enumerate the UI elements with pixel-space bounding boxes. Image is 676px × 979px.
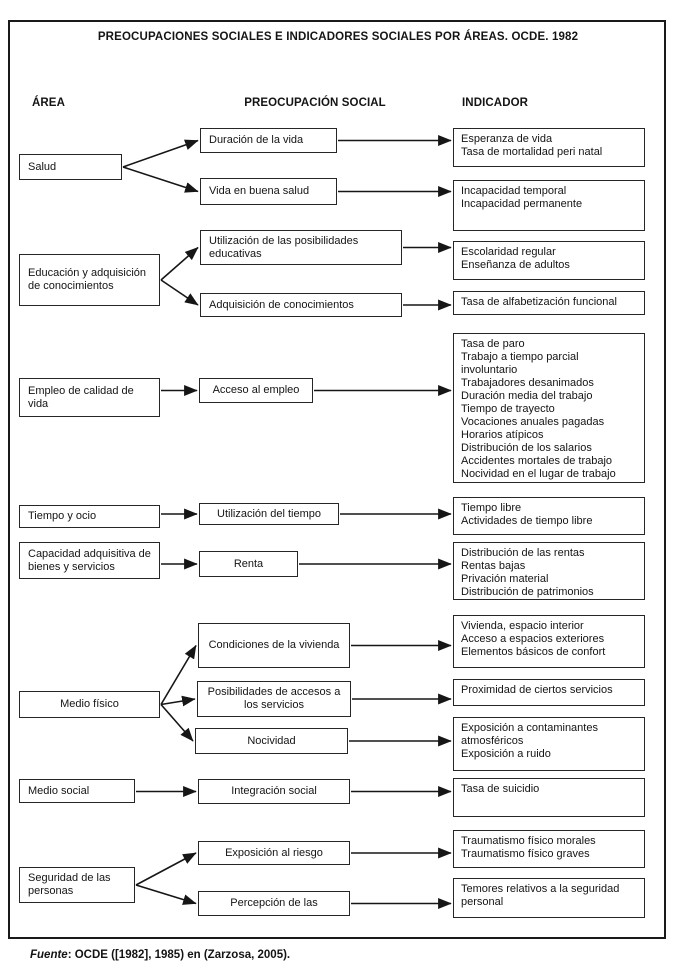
- indicator-item: Distribución de patrimonios: [461, 586, 594, 598]
- area-box: Salud: [19, 154, 122, 180]
- indicator-item: Tasa de paro: [461, 338, 525, 350]
- indicator-item: Esperanza de vida: [461, 133, 553, 145]
- indicator-box: Tasa de suicidio: [453, 778, 645, 817]
- concern-box: Posibilidades de accesos a los servicios: [197, 681, 351, 717]
- area-box: Empleo de calidad de vida: [19, 378, 160, 417]
- indicator-item: Tiempo libre: [461, 502, 522, 514]
- concern-box: Adquisición de conocimientos: [200, 293, 402, 317]
- area-box: Medio físico: [19, 691, 160, 718]
- indicator-item: Temores relativos a la seguridad persona…: [461, 883, 620, 908]
- area-box: Medio social: [19, 779, 135, 803]
- indicator-item: Actividades de tiempo libre: [461, 515, 593, 527]
- concern-box: Utilización de las posibilidades educati…: [200, 230, 402, 265]
- diagram-border: [8, 20, 666, 939]
- area-box: Educación y adquisición de conocimientos: [19, 254, 160, 306]
- indicator-item: Exposición a contaminantes atmosféricos: [461, 722, 598, 747]
- indicator-item: Tasa de suicidio: [461, 783, 540, 795]
- concern-box: Vida en buena salud: [200, 178, 337, 205]
- concern-box: Acceso al empleo: [199, 378, 313, 403]
- indicator-item: Trabajadores desanimados: [461, 377, 594, 389]
- indicator-item: Duración media del trabajo: [461, 390, 593, 402]
- indicator-box: Proximidad de ciertos servicios: [453, 679, 645, 706]
- area-box: Capacidad adquisitiva de bienes y servic…: [19, 542, 160, 579]
- indicator-box: Temores relativos a la seguridad persona…: [453, 878, 645, 918]
- concern-box: Renta: [199, 551, 298, 577]
- concern-box: Duración de la vida: [200, 128, 337, 153]
- indicator-item: Incapacidad temporal: [461, 185, 567, 197]
- concern-box: Condiciones de la vivienda: [198, 623, 350, 668]
- indicator-item: Trabajo a tiempo parcial involuntario: [461, 351, 579, 376]
- indicator-item: Traumatismo físico morales: [461, 835, 596, 847]
- indicator-item: Nocividad en el lugar de trabajo: [461, 468, 616, 480]
- indicator-item: Accidentes mortales de trabajo: [461, 455, 613, 467]
- concern-box: Nocividad: [195, 728, 348, 754]
- indicator-item: Incapacidad permanente: [461, 198, 583, 210]
- indicator-item: Elementos básicos de confort: [461, 646, 606, 658]
- column-header-area: ÁREA: [32, 97, 65, 109]
- source-note: Fuente: OCDE ([1982], 1985) en (Zarzosa,…: [30, 949, 290, 961]
- concern-box: Integración social: [198, 779, 350, 804]
- indicator-item: Proximidad de ciertos servicios: [461, 684, 613, 696]
- indicator-box: Tasa de alfabetización funcional: [453, 291, 645, 315]
- indicator-item: Tasa de alfabetización funcional: [461, 296, 617, 308]
- concern-box: Percepción de las: [198, 891, 350, 916]
- indicator-item: Vivienda, espacio interior: [461, 620, 584, 632]
- source-note-text: : OCDE ([1982], 1985) en (Zarzosa, 2005)…: [67, 949, 291, 961]
- indicator-item: Enseñanza de adultos: [461, 259, 570, 271]
- column-header-indicator: INDICADOR: [462, 97, 529, 109]
- concern-box: Exposición al riesgo: [198, 841, 350, 865]
- indicator-item: Distribución de las rentas: [461, 547, 585, 559]
- indicator-item: Tiempo de trayecto: [461, 403, 555, 415]
- indicator-item: Escolaridad regular: [461, 246, 556, 258]
- indicator-item: Distribución de los salarios: [461, 442, 592, 454]
- indicator-item: Rentas bajas: [461, 560, 526, 572]
- concern-box: Utilización del tiempo: [199, 503, 339, 525]
- area-box: Seguridad de las personas: [19, 867, 135, 903]
- indicator-item: Exposición a ruido: [461, 748, 551, 760]
- indicator-item: Horarios atípicos: [461, 429, 544, 441]
- indicator-item: Vocaciones anuales pagadas: [461, 416, 605, 428]
- indicator-item: Acceso a espacios exteriores: [461, 633, 605, 645]
- indicator-item: Privación material: [461, 573, 549, 585]
- indicator-item: Traumatismo físico graves: [461, 848, 590, 860]
- area-box: Tiempo y ocio: [19, 505, 160, 528]
- source-note-label: Fuente: [30, 949, 68, 961]
- indicator-item: Tasa de mortalidad peri natal: [461, 146, 603, 158]
- diagram-title: PREOCUPACIONES SOCIALES E INDICADORES SO…: [97, 31, 579, 43]
- column-header-concern: PREOCUPACIÓN SOCIAL: [244, 97, 386, 109]
